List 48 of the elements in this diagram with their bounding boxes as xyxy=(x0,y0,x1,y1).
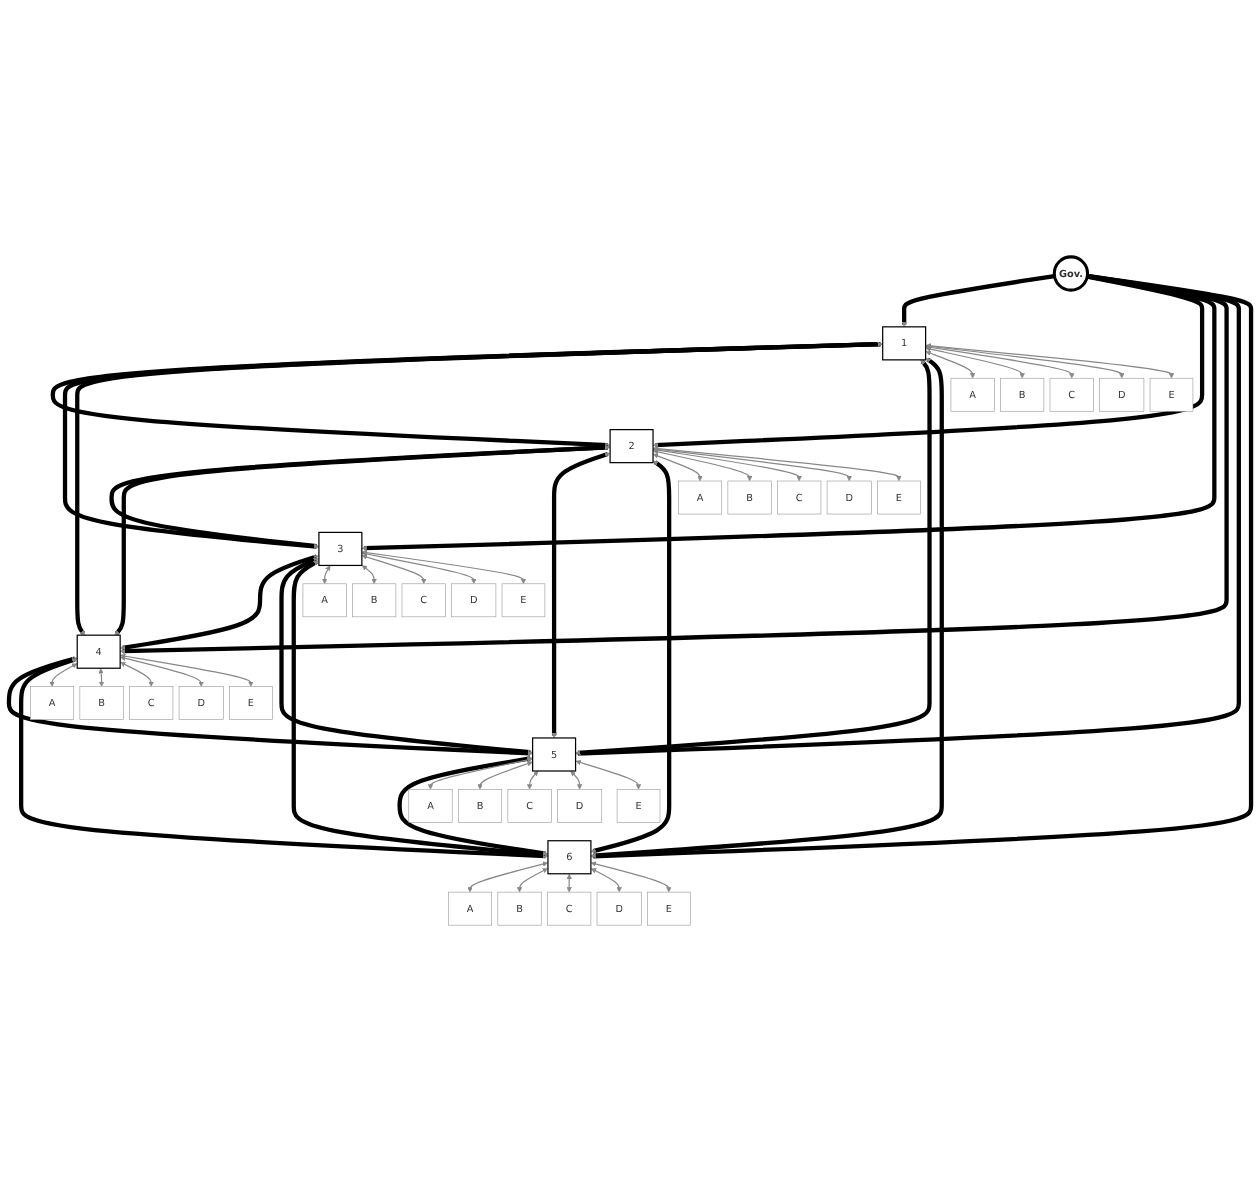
arrow xyxy=(120,663,154,688)
arrow xyxy=(590,869,622,894)
arrow xyxy=(467,862,548,894)
arrow xyxy=(361,555,427,585)
arrow xyxy=(75,342,883,637)
arrow xyxy=(526,771,539,791)
arrow xyxy=(925,351,976,380)
arrow xyxy=(361,550,527,585)
arrow xyxy=(361,566,377,585)
arrow xyxy=(566,874,572,894)
arrow xyxy=(653,447,852,483)
arrow xyxy=(321,566,331,585)
arrow xyxy=(119,555,319,652)
arrow xyxy=(575,274,1241,758)
arrow xyxy=(590,274,1254,860)
arrow xyxy=(397,757,549,857)
arrow xyxy=(901,274,1055,329)
arrow xyxy=(653,448,802,483)
arrow xyxy=(925,344,1125,380)
arrow xyxy=(120,654,254,688)
arrow xyxy=(590,461,672,855)
arrow xyxy=(925,345,1075,380)
arrow xyxy=(49,664,78,688)
arrow xyxy=(361,552,477,585)
arrow xyxy=(119,275,1229,655)
arrow xyxy=(120,656,204,688)
arrow xyxy=(114,445,611,637)
arrow xyxy=(570,771,583,791)
arrow xyxy=(590,862,672,894)
arrow xyxy=(652,275,1205,449)
arrow xyxy=(427,758,533,791)
arrow xyxy=(575,360,932,757)
arrow xyxy=(653,447,902,483)
arrow xyxy=(361,275,1217,552)
arrow xyxy=(516,869,548,894)
arrow xyxy=(653,450,753,483)
arrow xyxy=(575,760,642,791)
arrow xyxy=(6,657,533,757)
arrow xyxy=(98,669,105,688)
arrow xyxy=(19,658,549,860)
arrow xyxy=(477,762,533,791)
arrow xyxy=(551,452,611,740)
arrow xyxy=(925,344,1175,380)
arrow xyxy=(279,558,533,756)
arrow xyxy=(291,561,549,859)
arrow xyxy=(925,347,1025,380)
arrow xyxy=(590,358,944,860)
arrow xyxy=(653,454,703,483)
